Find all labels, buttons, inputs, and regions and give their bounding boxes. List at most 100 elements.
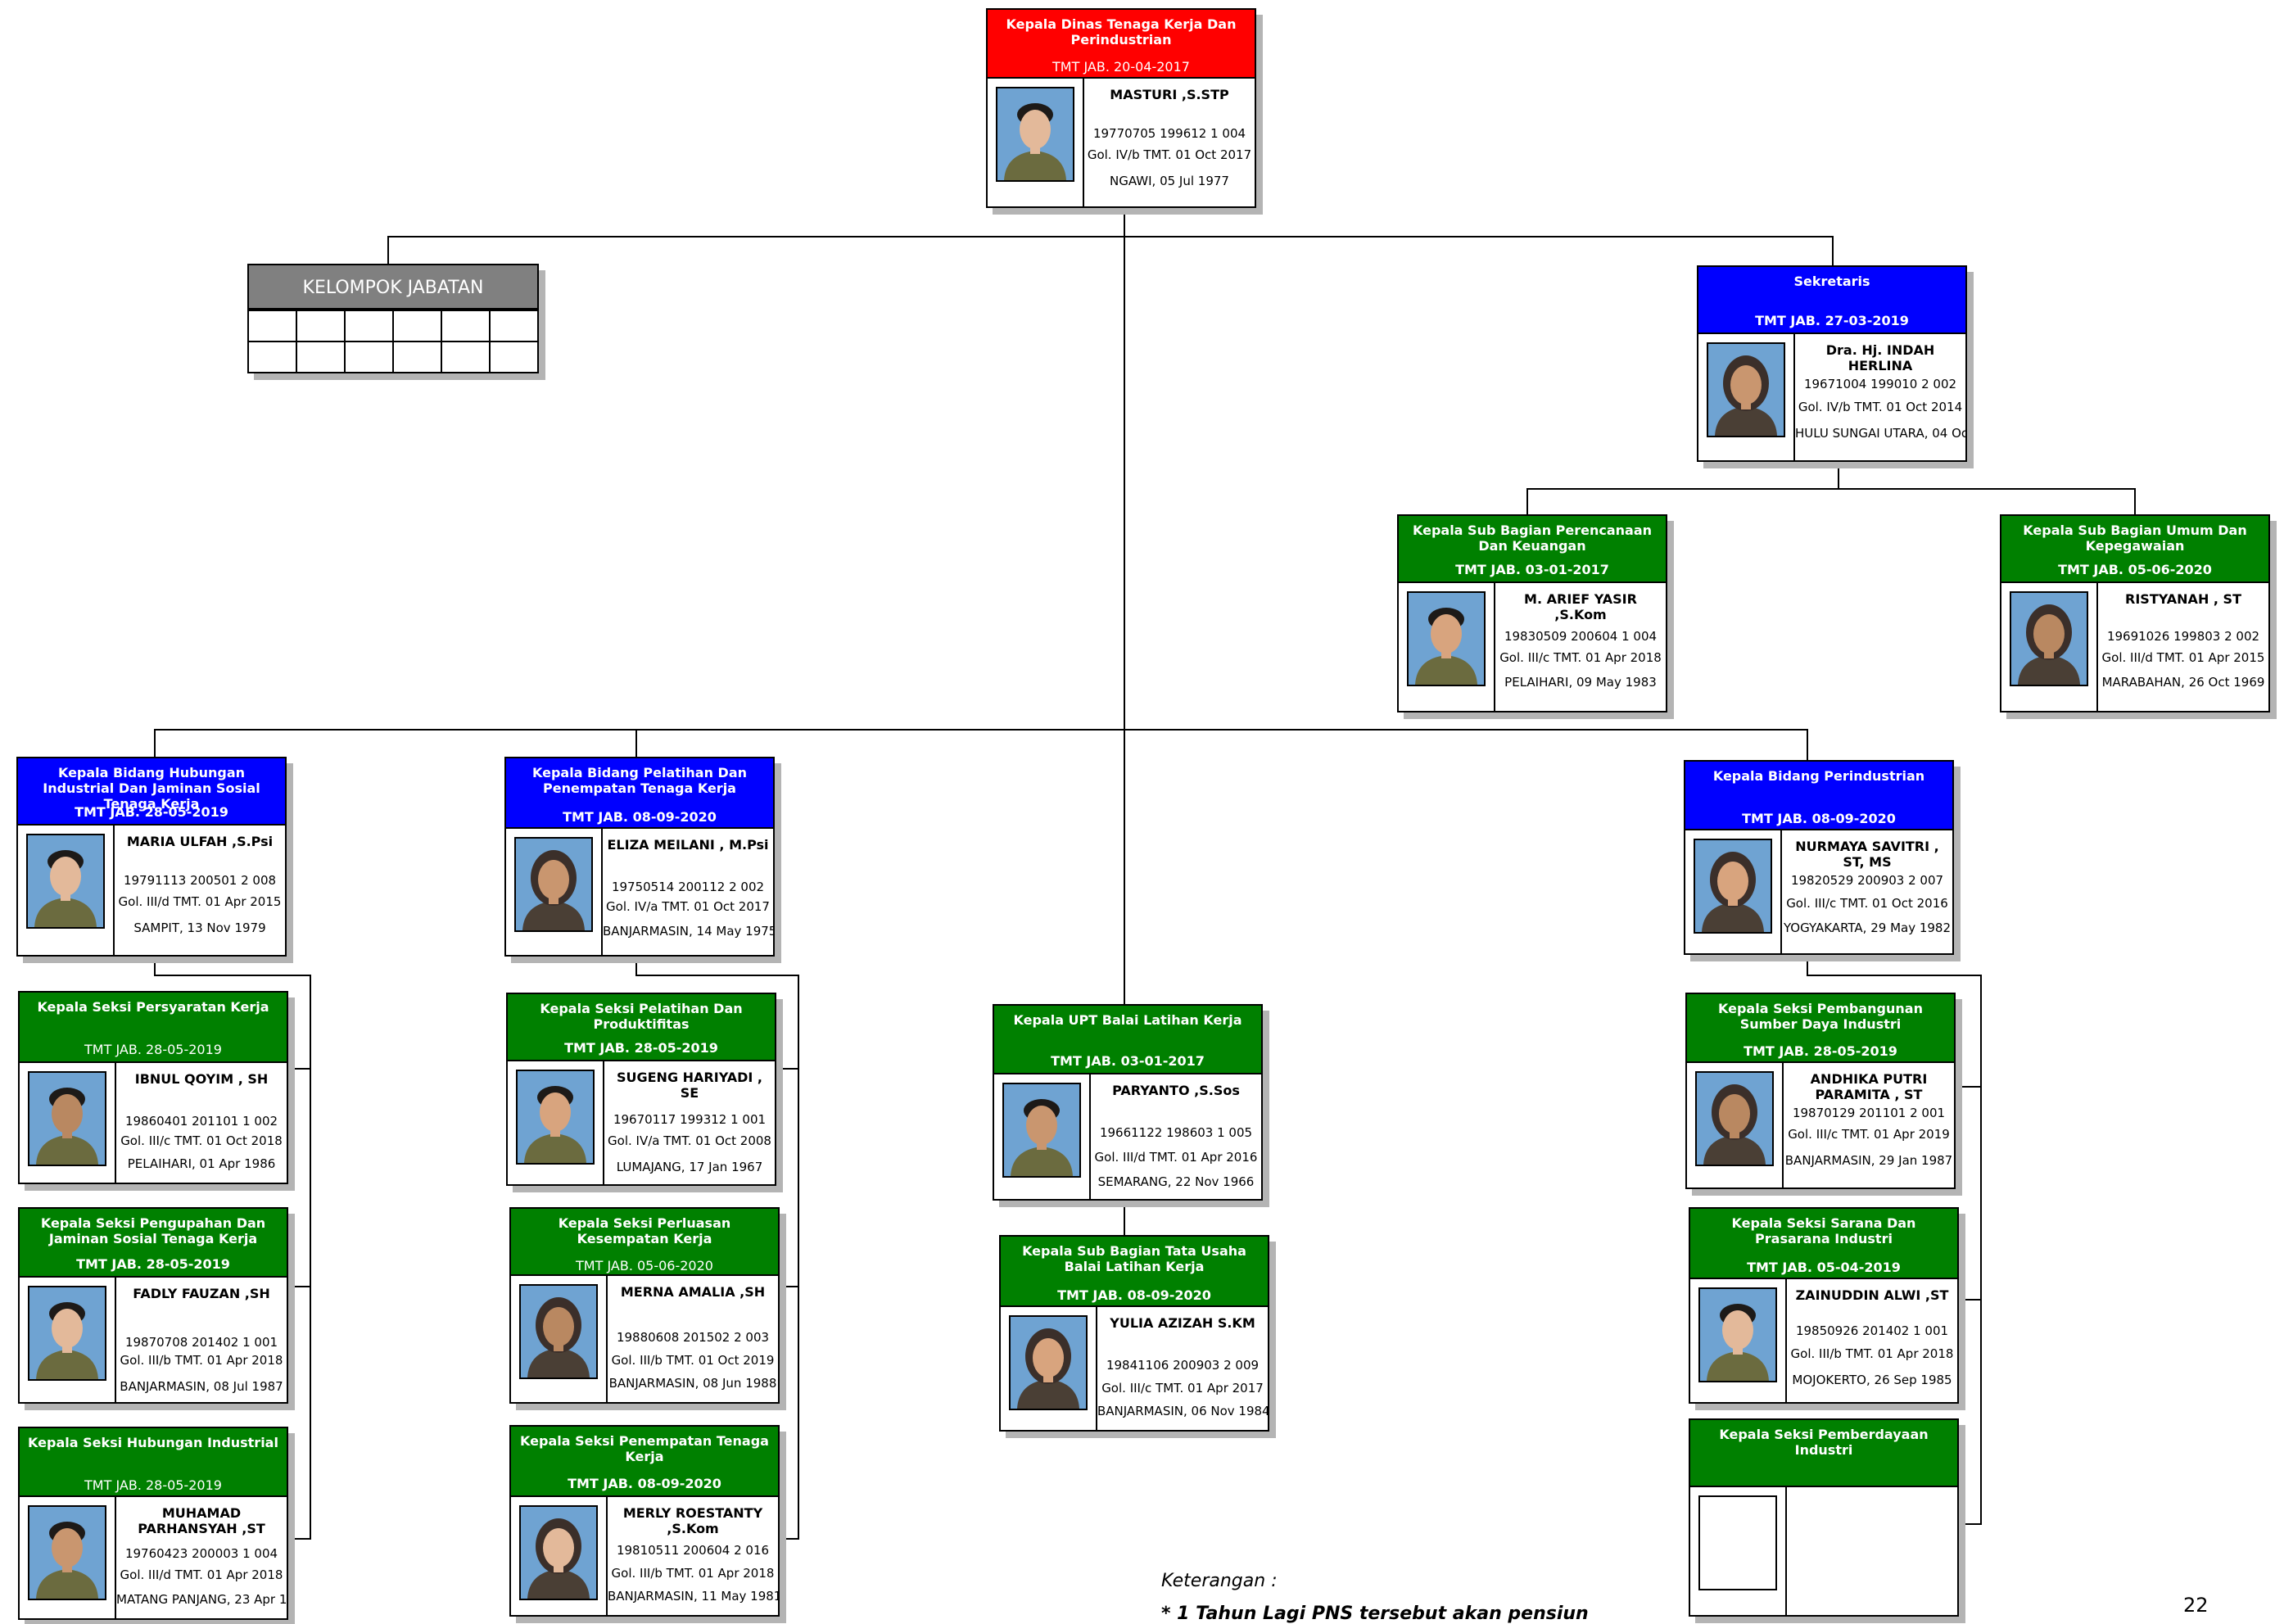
employee-nip: 19880608 201502 2 003 — [616, 1330, 770, 1345]
employee-nip: 19820529 200903 2 007 — [1790, 873, 1944, 888]
photo-avatar — [26, 834, 105, 929]
photo-avatar — [2010, 591, 2088, 686]
employee-nip: 19791113 200501 2 008 — [123, 873, 277, 888]
photo-avatar — [28, 1505, 106, 1600]
connector-line — [1959, 1523, 1982, 1525]
connector-line — [387, 236, 1834, 237]
employee-name: MUHAMAD PARHANSYAH ,ST — [138, 1505, 265, 1536]
employee-rank: Gol. III/d TMT. 01 Apr 2015 — [118, 894, 282, 909]
connector-line — [1832, 236, 1834, 265]
org-card-produktifitas[interactable]: Kepala Seksi Pelatihan Dan Produktifitas… — [506, 993, 776, 1186]
connector-line — [1807, 955, 1808, 976]
fungsional-group-label: KELOMPOK JABATAN FUNGSIONAL — [247, 264, 539, 344]
employee-rank: Gol. III/b TMT. 01 Apr 2018 — [120, 1353, 283, 1368]
employee-birth: BANJARMASIN, 06 Nov 1984 — [1097, 1404, 1268, 1418]
connector-line — [780, 1068, 799, 1070]
notes-heading: Keterangan : — [1161, 1571, 1278, 1591]
employee-name: MARIA ULFAH ,S.Psi — [126, 834, 274, 849]
employee-name: FADLY FAUZAN ,SH — [133, 1286, 270, 1301]
connector-line — [310, 975, 311, 1540]
org-card-pemberdayaan[interactable]: Kepala Seksi Pemberdayaan Industri — [1689, 1418, 1959, 1617]
info-panel: MUHAMAD PARHANSYAH ,ST 19760423 200003 1 … — [115, 1497, 287, 1618]
connector-line — [2134, 488, 2136, 514]
connector-line — [154, 729, 1808, 731]
photo-avatar — [1698, 1495, 1777, 1590]
tmt-date: TMT JAB. 08-09-2020 — [563, 809, 717, 825]
connector-line — [1959, 1086, 1982, 1088]
connector-line — [1980, 975, 1982, 1525]
employee-rank: Gol. III/b TMT. 01 Oct 2019 — [611, 1353, 775, 1368]
employee-nip: 19760423 200003 1 004 — [124, 1546, 278, 1561]
position-title: Kepala Seksi Pemberdayaan Industri — [1719, 1427, 1929, 1458]
connector-line — [780, 1538, 799, 1540]
tmt-date: TMT JAB. 03-01-2017 — [1455, 562, 1609, 577]
employee-birth: HULU SUNGAI UTARA, 04 Oct 1967 — [1795, 426, 1965, 441]
tmt-date: TMT JAB. 27-03-2019 — [1755, 313, 1909, 328]
connector-line — [1526, 488, 1528, 514]
connector-line — [1124, 210, 1125, 1006]
org-card-sdi[interactable]: Kepala Seksi Pembangunan Sumber Daya Ind… — [1685, 993, 1956, 1189]
position-title: Kepala Seksi Penempatan Tenaga Kerja — [520, 1433, 769, 1464]
employee-rank: Gol. III/d TMT. 01 Apr 2016 — [1094, 1150, 1258, 1165]
photo-avatar — [1407, 591, 1486, 686]
tmt-date: TMT JAB. 20-04-2017 — [1052, 59, 1190, 75]
connector-line — [154, 955, 156, 976]
tmt-date: TMT JAB. 05-06-2020 — [2058, 562, 2212, 577]
org-card-perencanaan[interactable]: Kepala Sub Bagian Perencanaan Dan Keuang… — [1397, 514, 1667, 712]
tmt-date: TMT JAB. 08-09-2020 — [1742, 811, 1896, 826]
position-title: Kepala Bidang Hubungan Industrial Dan Ja… — [43, 765, 260, 812]
employee-rank: Gol. IV/a TMT. 01 Oct 2008 — [608, 1133, 771, 1148]
position-title: Kepala Seksi Hubungan Industrial — [28, 1435, 278, 1450]
org-card-pelatihan[interactable]: Kepala Bidang Pelatihan Dan Penempatan T… — [504, 757, 775, 957]
page-number: 22 — [2183, 1594, 2209, 1617]
employee-rank: Gol. III/d TMT. 01 Apr 2018 — [120, 1567, 283, 1582]
employee-birth: BANJARMASIN, 08 Jun 1988 — [608, 1376, 777, 1391]
position-title: Kepala Sub Bagian Umum Dan Kepegawaian — [2023, 522, 2247, 554]
employee-nip: 19810511 200604 2 016 — [616, 1543, 770, 1558]
employee-birth: NGAWI, 05 Jul 1977 — [1110, 174, 1229, 188]
employee-nip: 19860401 201101 1 002 — [124, 1114, 278, 1129]
employee-rank: Gol. III/c TMT. 01 Oct 2016 — [1786, 896, 1948, 911]
card-header: Kepala Dinas Tenaga Kerja Dan Perindustr… — [986, 8, 1256, 79]
employee-birth: PELAIHARI, 01 Apr 1986 — [127, 1156, 276, 1171]
photo-avatar — [28, 1286, 106, 1381]
org-card-sarana[interactable]: Kepala Seksi Sarana Dan Prasarana Indust… — [1689, 1207, 1959, 1404]
org-card-pengupahan[interactable]: Kepala Seksi Pengupahan Dan Jaminan Sosi… — [18, 1207, 288, 1404]
employee-name: MASTURI ,S.STP — [1110, 87, 1229, 102]
employee-nip: 19750514 200112 2 002 — [611, 880, 765, 894]
employee-name: PARYANTO ,S.Sos — [1112, 1083, 1240, 1098]
employee-birth: BANJARMASIN, 08 Jul 1987 — [120, 1379, 283, 1394]
employee-nip: 19691026 199803 2 002 — [2106, 629, 2260, 644]
photo-avatar — [1002, 1083, 1081, 1178]
connector-line — [798, 975, 799, 1540]
org-card-tatausaha[interactable]: Kepala Sub Bagian Tata Usaha Balai Latih… — [999, 1235, 1269, 1432]
employee-birth: BANJARMASIN, 14 May 1975 — [603, 924, 773, 939]
employee-rank: Gol. IV/b TMT. 01 Oct 2014 — [1798, 400, 1963, 414]
position-title: Kepala Bidang Pelatihan Dan Penempatan T… — [531, 765, 748, 796]
org-card-hubind[interactable]: Kepala Bidang Hubungan Industrial Dan Ja… — [16, 757, 287, 957]
org-card-kadis[interactable]: Kepala Dinas Tenaga Kerja Dan Perindustr… — [986, 8, 1256, 208]
